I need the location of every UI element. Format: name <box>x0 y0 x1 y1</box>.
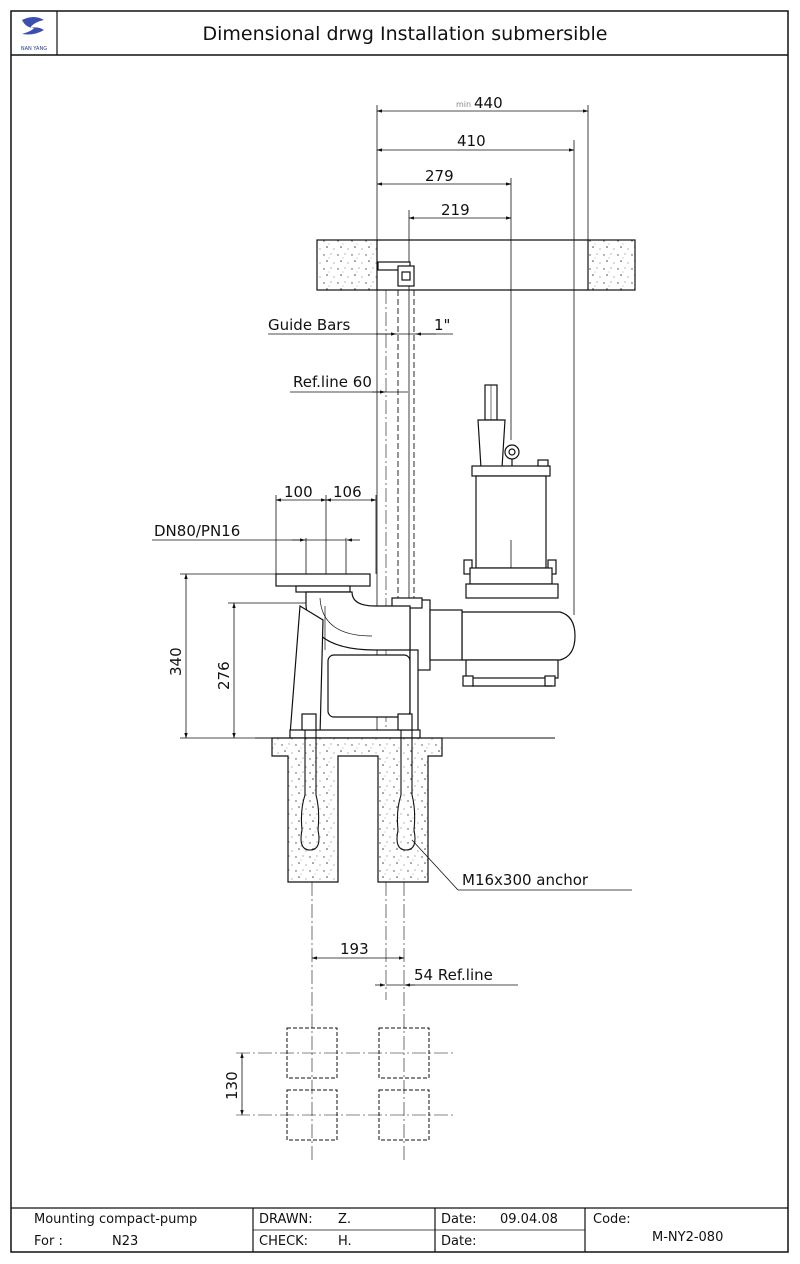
anchor-bolts <box>300 730 416 851</box>
dim-106: 106 <box>333 483 362 501</box>
title-bar: NAN YANG Dimensional drwg Installation s… <box>11 11 788 56</box>
guide-bars-label: Guide Bars <box>268 316 350 334</box>
drawn-value: Z. <box>338 1212 351 1227</box>
guide-bars <box>397 290 415 600</box>
dim-276: 276 <box>215 661 233 690</box>
sheet-border <box>10 10 789 1253</box>
submersible-pump <box>391 384 576 687</box>
anchor-label: M16x300 anchor <box>462 871 589 889</box>
height-dims <box>180 573 306 739</box>
date-value-1: 09.04.08 <box>500 1212 558 1227</box>
dim-410: 410 <box>457 132 486 150</box>
mounting-text: Mounting compact-pump <box>34 1212 197 1227</box>
dim-130: 130 <box>223 1071 241 1100</box>
ref-line-54-label: 54 Ref.line <box>414 966 493 984</box>
check-label: CHECK: <box>259 1234 308 1249</box>
ref-line-60-label: Ref.line 60 <box>293 373 372 391</box>
date-label-1: Date: <box>441 1212 476 1227</box>
upper-guide-bracket <box>377 261 415 287</box>
flange-label: DN80/PN16 <box>154 522 240 540</box>
dim-279: 279 <box>425 167 454 185</box>
for-value: N23 <box>112 1234 138 1249</box>
dim-min-prefix: min <box>456 100 471 109</box>
company-logo: NAN YANG <box>21 17 47 52</box>
plan-centerlines <box>236 1052 455 1116</box>
for-label: For : <box>34 1234 63 1249</box>
dim-219: 219 <box>441 201 470 219</box>
duckfoot-base <box>275 573 421 739</box>
logo-text: NAN YANG <box>21 46 47 52</box>
dim-193: 193 <box>340 940 369 958</box>
bottom-centerlines <box>311 882 405 1160</box>
ceiling-slab <box>316 239 636 291</box>
drawing-title: Dimensional drwg Installation submersibl… <box>203 23 608 45</box>
dim-340: 340 <box>167 647 185 676</box>
check-value: H. <box>338 1234 352 1249</box>
foundation <box>271 737 443 883</box>
drawn-label: DRAWN: <box>259 1212 313 1227</box>
date-label-2: Date: <box>441 1234 476 1249</box>
anchor-leader <box>411 839 632 891</box>
dim-100: 100 <box>284 483 313 501</box>
bottom-dims <box>311 956 518 987</box>
title-block <box>11 1207 788 1252</box>
code-label: Code: <box>593 1212 631 1227</box>
code-value: M-NY2-080 <box>652 1230 723 1245</box>
guide-bars-size: 1" <box>434 316 450 334</box>
dim-440: 440 <box>474 94 503 112</box>
guide-bars-dim <box>268 332 453 394</box>
anchor-hole-plan <box>286 1027 430 1141</box>
flange-dims <box>152 495 377 574</box>
